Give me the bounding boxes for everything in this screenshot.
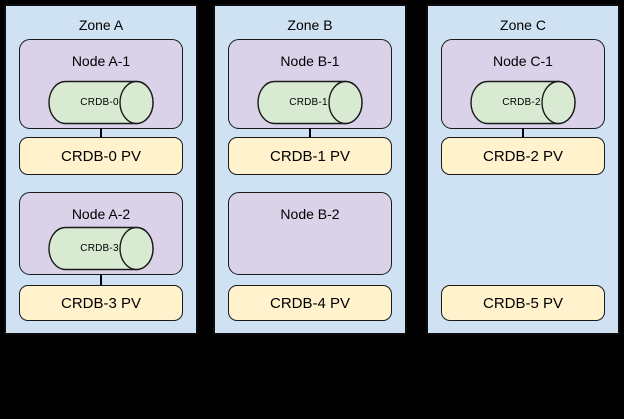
node-b2-label: Node B-2: [280, 206, 340, 222]
node-a2: Node A-2 CRDB-3: [19, 192, 183, 275]
node-c1: Node C-1 CRDB-2: [441, 39, 605, 129]
connector-crdb-0: [100, 128, 102, 138]
crdb-1-pod-label: CRDB-1: [289, 97, 328, 108]
crdb-2-pv-label: CRDB-2 PV: [482, 147, 564, 165]
crdb-0-pod: CRDB-0: [48, 80, 155, 125]
zone-a-label: Zone A: [78, 17, 124, 33]
crdb-2-pod: CRDB-2: [470, 80, 577, 125]
node-a2-label: Node A-2: [71, 206, 131, 222]
crdb-3-pv: CRDB-3 PV: [19, 285, 183, 321]
cylinder-icon: [48, 80, 154, 125]
crdb-3-pod-label: CRDB-3: [80, 243, 119, 254]
crdb-5-pv: CRDB-5 PV: [441, 285, 605, 321]
crdb-4-pv: CRDB-4 PV: [228, 285, 392, 321]
crdb-2-pv: CRDB-2 PV: [441, 137, 605, 175]
zone-a-container: Zone A Node A-1 CRDB-0 CRDB-0 PV Node A-…: [4, 4, 198, 335]
crdb-0-pv: CRDB-0 PV: [19, 137, 183, 175]
connector-crdb-3: [100, 274, 102, 286]
crdb-0-pod-label: CRDB-0: [80, 97, 119, 108]
connector-crdb-2: [522, 128, 524, 138]
crdb-1-pv-label: CRDB-1 PV: [269, 147, 351, 165]
crdb-3-pod: CRDB-3: [48, 226, 155, 271]
crdb-2-pod-label: CRDB-2: [502, 97, 541, 108]
crdb-5-pv-label: CRDB-5 PV: [482, 294, 564, 312]
cylinder-icon: [48, 226, 154, 271]
connector-crdb-1: [309, 128, 311, 138]
node-a1-label: Node A-1: [71, 53, 131, 69]
zone-c-label: Zone C: [500, 17, 546, 33]
node-b1: Node B-1 CRDB-1: [228, 39, 392, 129]
node-b2: Node B-2: [228, 192, 392, 275]
crdb-1-pod: CRDB-1: [257, 80, 364, 125]
crdb-1-pv: CRDB-1 PV: [228, 137, 392, 175]
crdb-0-pv-label: CRDB-0 PV: [60, 147, 142, 165]
crdb-4-pv-label: CRDB-4 PV: [269, 294, 351, 312]
cylinder-icon: [470, 80, 576, 125]
crdb-3-pv-label: CRDB-3 PV: [60, 294, 142, 312]
cylinder-icon: [257, 80, 363, 125]
zone-c-container: Zone C Node C-1 CRDB-2 CRDB-2 PV CRDB-5 …: [426, 4, 620, 335]
node-b1-label: Node B-1: [280, 53, 340, 69]
node-c1-label: Node C-1: [493, 53, 553, 69]
zone-b-label: Zone B: [287, 17, 333, 33]
zone-b-container: Zone B Node B-1 CRDB-1 CRDB-1 PV Node B-…: [213, 4, 407, 335]
node-a1: Node A-1 CRDB-0: [19, 39, 183, 129]
